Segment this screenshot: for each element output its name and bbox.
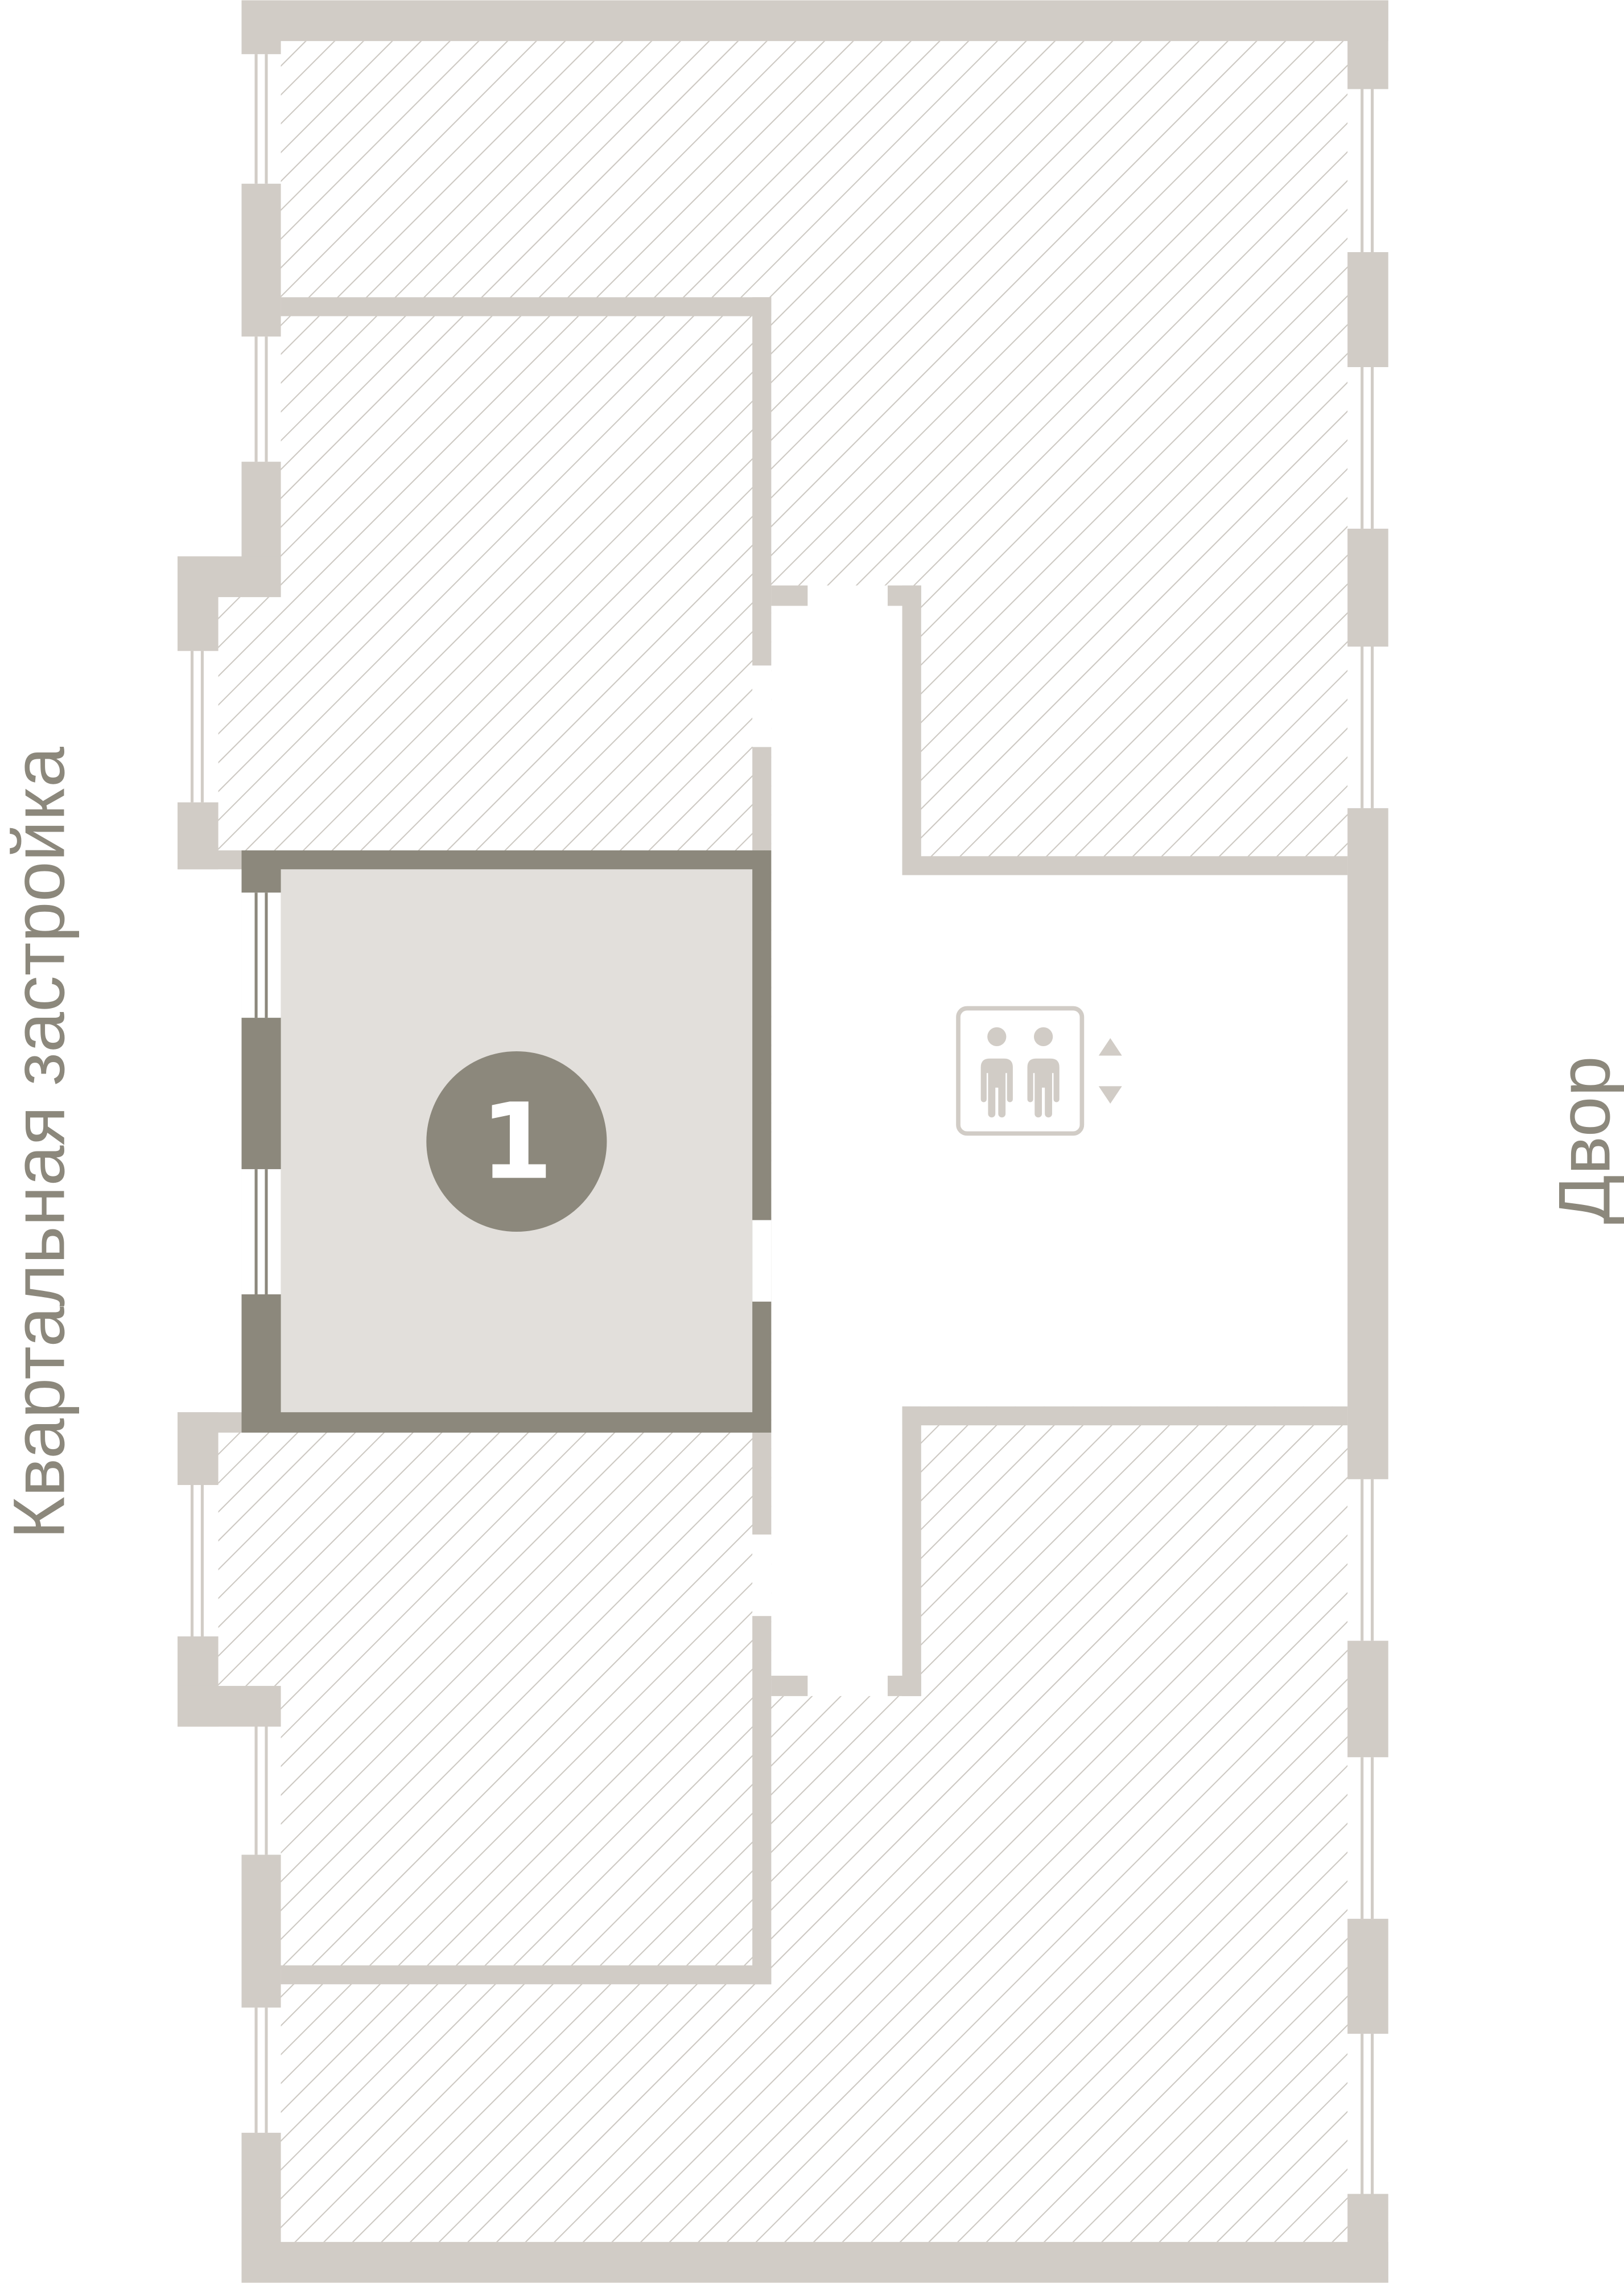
right-side-label: Двор bbox=[1544, 1056, 1624, 1224]
person-icon bbox=[980, 1027, 1013, 1118]
arrow-up-icon bbox=[1098, 1038, 1122, 1056]
elevator-icon bbox=[956, 1006, 1085, 1136]
apartment-door bbox=[752, 1220, 772, 1302]
windows bbox=[191, 54, 1374, 2194]
person-icon bbox=[1027, 1027, 1060, 1118]
left-side-label: Квартальная застройка bbox=[0, 746, 80, 1539]
apartment-1[interactable]: 1 bbox=[241, 850, 772, 1433]
apartment-windows bbox=[254, 892, 268, 1295]
unit-number: 1 bbox=[480, 1081, 553, 1203]
unit-number-badge[interactable] bbox=[426, 1051, 607, 1232]
corridor bbox=[752, 585, 1348, 1696]
outer-walls bbox=[177, 0, 1388, 2283]
arrow-down-icon bbox=[1098, 1086, 1122, 1104]
interior-walls bbox=[281, 297, 1348, 1985]
